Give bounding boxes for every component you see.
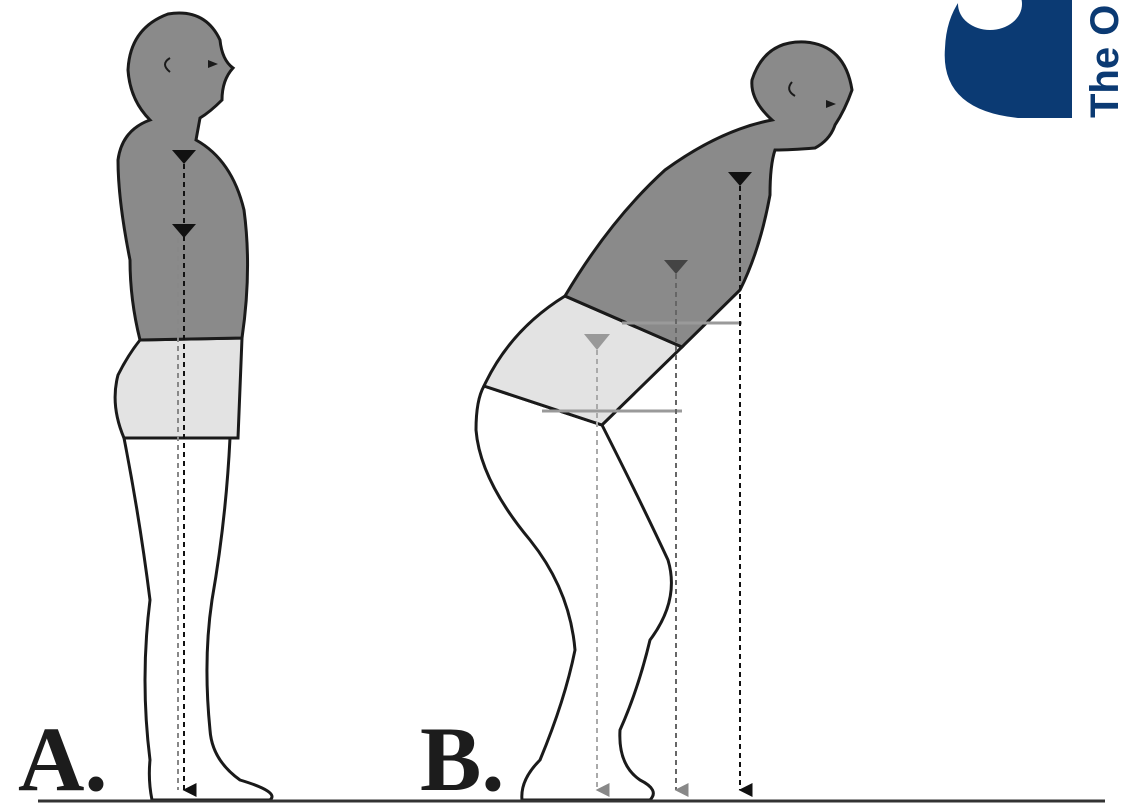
figure-b bbox=[476, 42, 852, 800]
publisher-logo: The O bbox=[945, 0, 1125, 118]
figure-b-trunk-head bbox=[565, 42, 852, 347]
figure-b-legs bbox=[476, 386, 671, 800]
figure-a bbox=[115, 13, 272, 800]
logo-text: The O bbox=[1083, 5, 1125, 118]
panel-label-a: A. bbox=[18, 708, 107, 809]
figure-a-legs bbox=[124, 438, 272, 800]
panel-label-b: B. bbox=[420, 708, 504, 809]
figure-a-trunk-head bbox=[118, 13, 248, 340]
